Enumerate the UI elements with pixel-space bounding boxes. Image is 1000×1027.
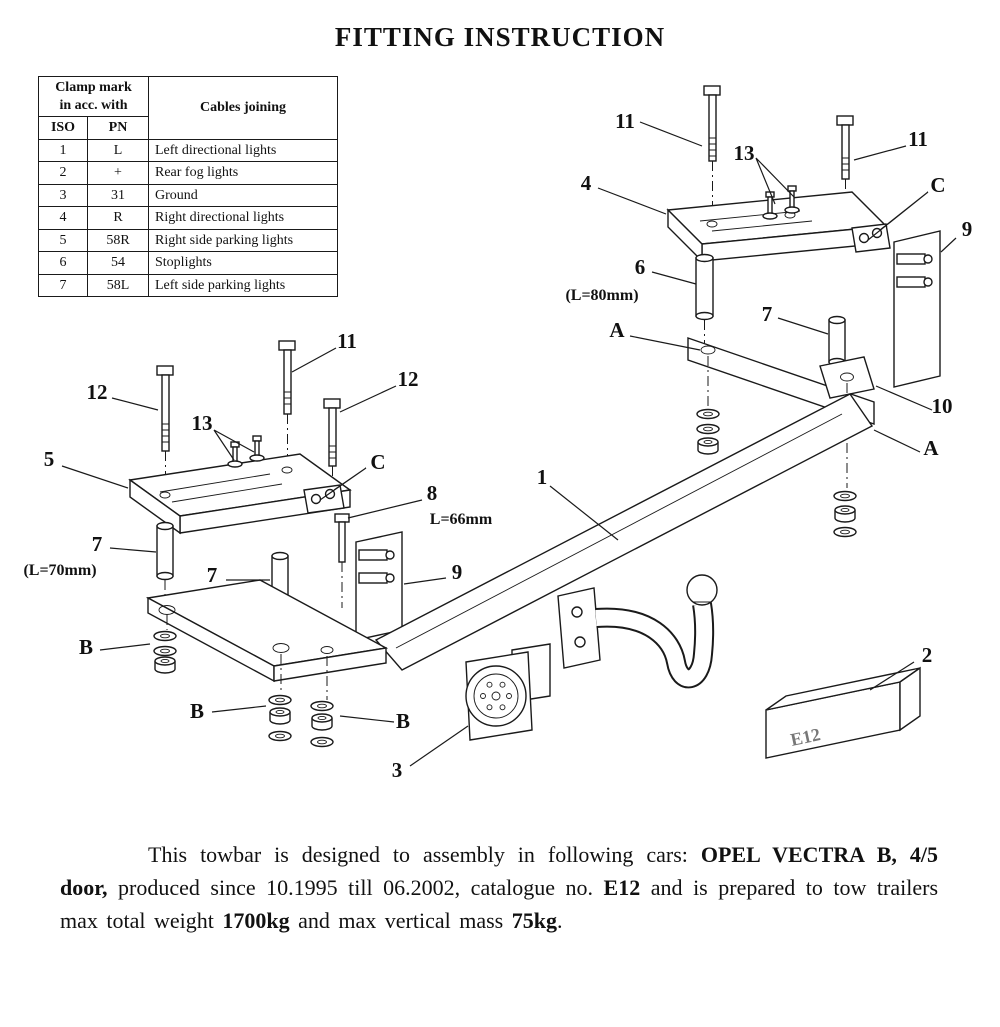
callout-13-top: 13 — [734, 141, 755, 165]
cell-cable: Right directional lights — [148, 206, 338, 230]
dim-l80: (L=80mm) — [565, 287, 638, 304]
callout-11-top-left: 11 — [615, 109, 635, 133]
callout-b-right: B — [396, 709, 410, 733]
cell-pn: 58L — [87, 273, 149, 297]
stack-B-left — [153, 615, 177, 674]
callout-4: 4 — [581, 171, 592, 195]
callout-6: 6 — [635, 255, 646, 279]
footer-seg: produced since 10.1995 till 06.2002, cat… — [107, 875, 604, 900]
leader-lines — [61, 121, 957, 767]
main-beam-group — [145, 393, 874, 748]
tow-ball — [557, 574, 718, 689]
bolt-11-mid — [278, 340, 296, 458]
bracket-9-right — [893, 230, 941, 388]
callout-c-right: C — [930, 173, 945, 197]
callout-7-right: 7 — [762, 302, 773, 326]
studs-13-top — [762, 185, 800, 220]
cell-pn: L — [87, 138, 149, 162]
callout-a-left: A — [609, 318, 625, 342]
cell-cable: Right side parking lights — [148, 228, 338, 252]
cell-cable: Stoplights — [148, 251, 338, 275]
footer-seg-bold: 75kg — [511, 908, 557, 933]
cell-cable: Left side parking lights — [148, 273, 338, 297]
footer-text: This towbar is designed to assembly in f… — [60, 838, 938, 937]
clamp-table: Clamp mark in acc. with Cables joining I… — [38, 76, 338, 297]
dim-l66: L=66mm — [430, 511, 493, 528]
footer-seg-bold: 1700kg — [222, 908, 290, 933]
cell-iso: 7 — [38, 273, 88, 297]
washer-nut-stack-right — [833, 490, 857, 538]
callout-7-left: 7 — [92, 532, 103, 556]
callout-13-left: 13 — [192, 411, 213, 435]
stack-B-mid — [268, 654, 292, 742]
bolt-8 — [334, 513, 350, 608]
callout-9-left: 9 — [452, 560, 463, 584]
stack-B-right — [310, 656, 334, 748]
callout-c-left: C — [370, 450, 385, 474]
callout-b-mid: B — [190, 699, 204, 723]
callout-labels: 11 13 4 11 C 9 6 (L=80mm) 7 A 10 A 11 12… — [23, 109, 972, 782]
cell-cable: Ground — [148, 183, 338, 207]
footer-seg: and max vertical mass — [289, 908, 512, 933]
callout-3: 3 — [392, 758, 403, 782]
header-clamp-mark: Clamp mark in acc. with — [38, 76, 149, 117]
callout-12-left: 12 — [87, 380, 108, 404]
footer-seg-bold: OPEL VECTRA B, 4/5 door, — [60, 842, 939, 900]
callout-7-mid: 7 — [207, 563, 218, 587]
cell-pn: 58R — [87, 228, 149, 252]
callout-1: 1 — [537, 465, 548, 489]
page-title: FITTING INSTRUCTION — [334, 22, 666, 52]
callout-2: 2 — [922, 643, 933, 667]
callout-10: 10 — [932, 394, 953, 418]
cell-cable: Rear fog lights — [148, 161, 338, 185]
callout-11-mid: 11 — [337, 329, 357, 353]
left-assembly — [128, 340, 403, 642]
callout-a-right: A — [923, 436, 939, 460]
callout-8: 8 — [427, 481, 438, 505]
mounting-plate-4 — [666, 191, 888, 263]
clamp-c-left — [303, 484, 345, 514]
callout-12-right: 12 — [398, 367, 419, 391]
header-pn: PN — [87, 116, 149, 140]
bolt-11-top-left — [703, 85, 721, 212]
cell-cable: Left directional lights — [148, 138, 338, 162]
bolt-12-left — [156, 365, 174, 482]
spacer-7-left — [156, 521, 174, 606]
left-end-plate — [145, 579, 389, 683]
footer-seg: This towbar is designed to assembly in f… — [148, 842, 701, 867]
footer-seg-bold: E12 — [603, 875, 641, 900]
cell-pn: 31 — [87, 183, 149, 207]
header-iso: ISO — [38, 116, 88, 140]
table-header-row: Clamp mark in acc. with Cables joining — [38, 76, 338, 140]
callout-b-left: B — [79, 635, 93, 659]
bracket-9-left — [355, 531, 403, 641]
cell-pn: 54 — [87, 251, 149, 275]
socket-plate-3 — [465, 643, 551, 741]
square-washer-10 — [819, 356, 875, 488]
callout-11-top-right: 11 — [908, 127, 928, 151]
carton-box: E12 — [765, 666, 921, 759]
footer-seg: . — [556, 908, 563, 933]
callout-9-right: 9 — [962, 217, 973, 241]
right-support-arm — [687, 337, 875, 425]
table-subheader-row: ISO PN — [38, 116, 338, 140]
spacer-6 — [695, 253, 714, 348]
callout-5: 5 — [44, 447, 55, 471]
table-row: 2+Rear fog lights — [38, 161, 338, 185]
footer-seg: and is prepared to tow trailers max tota… — [60, 875, 939, 933]
washer-nut-stack-arm — [696, 356, 720, 455]
dim-l70: (L=70mm) — [23, 562, 96, 579]
header-cables-joining: Cables joining — [148, 76, 338, 140]
